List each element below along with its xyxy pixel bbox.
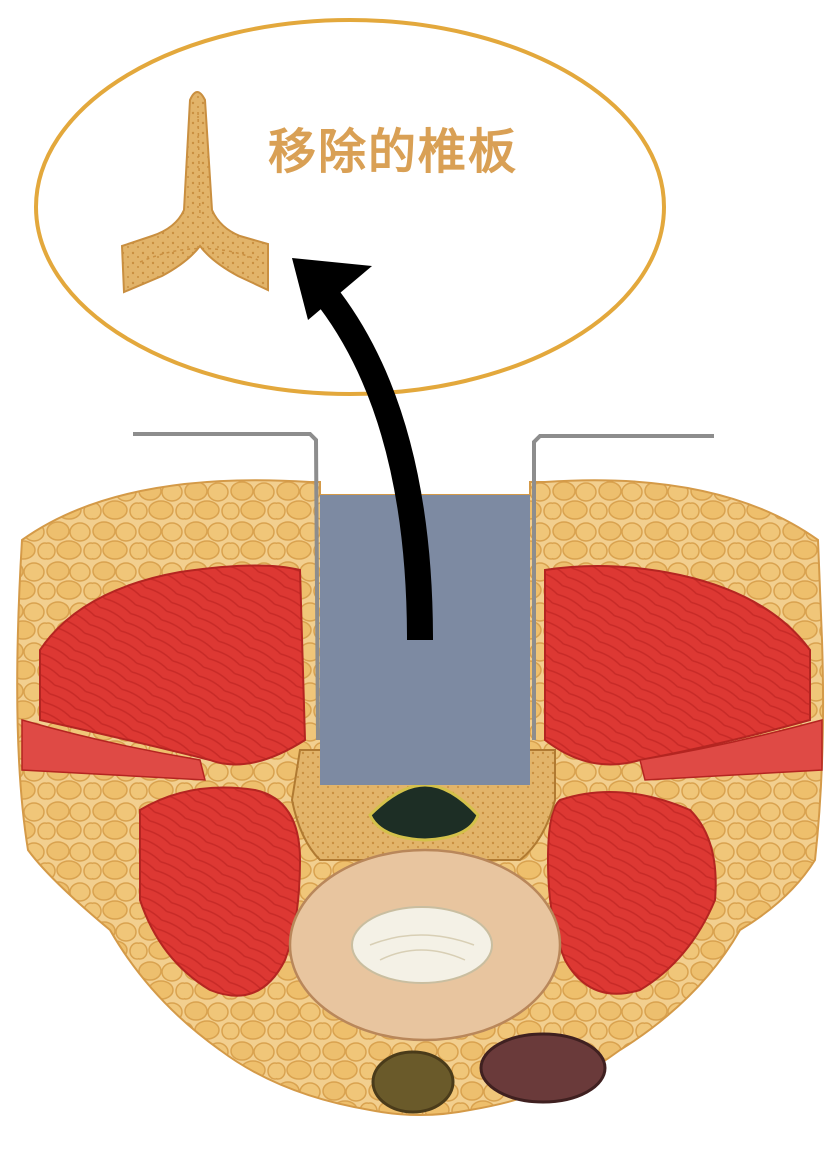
callout-label: 移除的椎板 [268,112,518,182]
disc-nucleus [352,907,492,983]
left-vessel [373,1052,453,1112]
right-vessel [481,1034,605,1102]
